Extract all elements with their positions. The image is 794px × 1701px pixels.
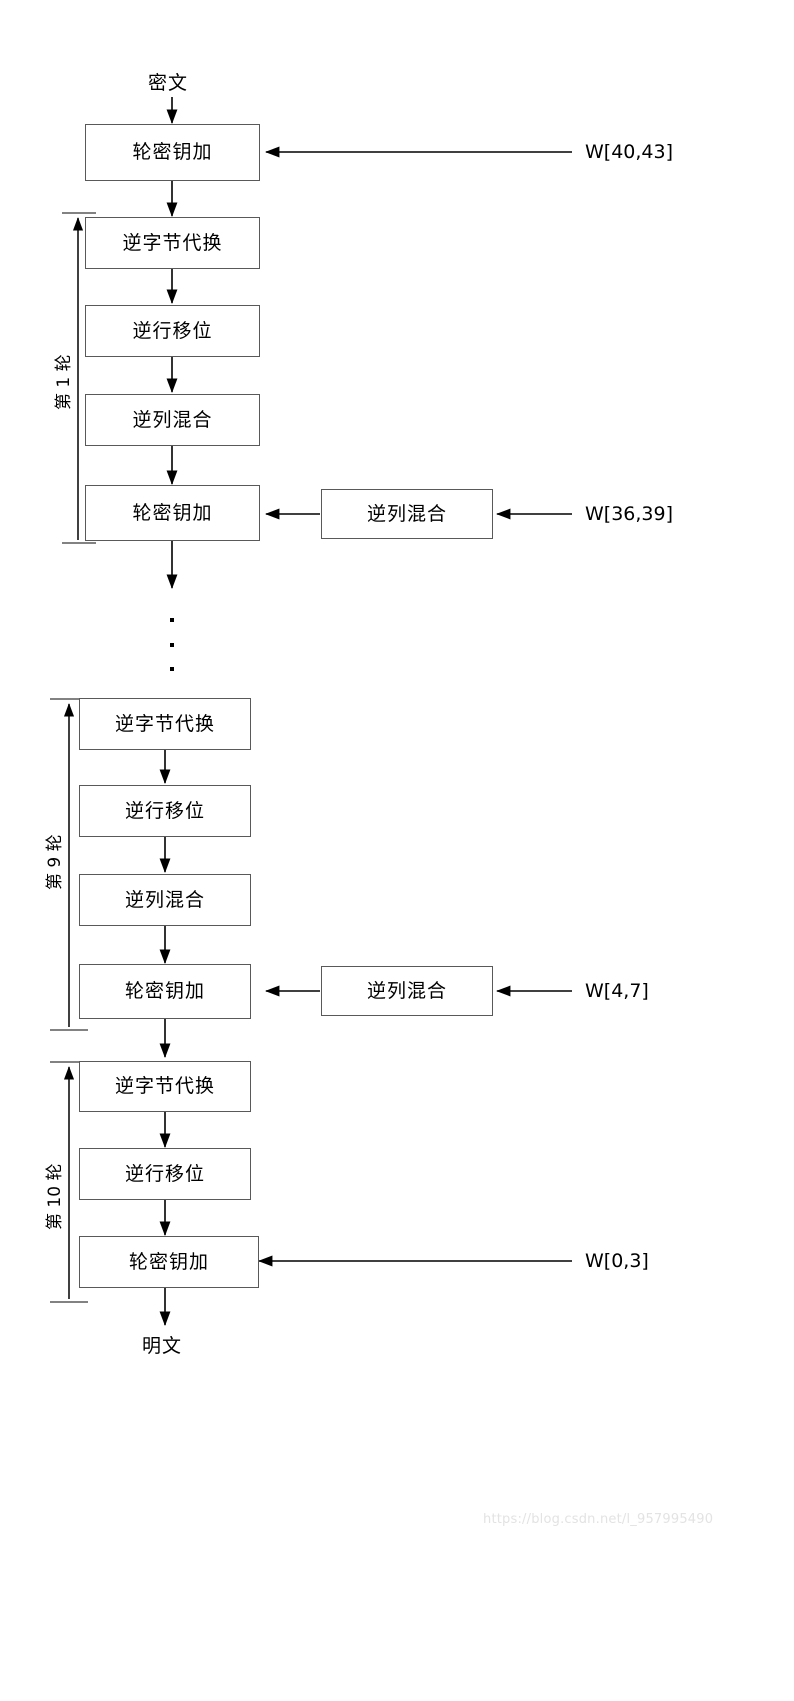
round9-key-inv-mix-columns-box[interactable]: 逆列混合 [321,966,493,1016]
round10-inv-sub-bytes-box[interactable]: 逆字节代换 [79,1061,251,1112]
round1-inv-mix-columns-box[interactable]: 逆列混合 [85,394,260,446]
round-9-label: 第 9 轮 [45,834,65,890]
round10-inv-shift-rows-box[interactable]: 逆行移位 [79,1148,251,1200]
round1-inv-sub-bytes-box[interactable]: 逆字节代换 [85,217,260,269]
plain-text-label: 明文 [142,1335,183,1357]
watermark-text: https://blog.csdn.net/l_957995490 [483,1512,714,1527]
ellipsis-dot-1 [170,618,174,622]
round9-inv-shift-rows-box[interactable]: 逆行移位 [79,785,251,837]
ellipsis-dot-3 [170,667,174,671]
round9-inv-sub-bytes-box[interactable]: 逆字节代换 [79,698,251,750]
round1-inv-shift-rows-box[interactable]: 逆行移位 [85,305,260,357]
round1-add-round-key-box[interactable]: 轮密钥加 [85,485,260,541]
initial-add-round-key-box[interactable]: 轮密钥加 [85,124,260,181]
round-10-label: 第 10 轮 [45,1163,65,1230]
key-label-w40-43: W[40,43] [585,141,674,163]
round9-add-round-key-box[interactable]: 轮密钥加 [79,964,251,1019]
round9-inv-mix-columns-box[interactable]: 逆列混合 [79,874,251,926]
round10-add-round-key-box[interactable]: 轮密钥加 [79,1236,259,1288]
key-label-w0-3: W[0,3] [585,1250,649,1272]
key-label-w36-39: W[36,39] [585,503,674,525]
key-label-w4-7: W[4,7] [585,980,649,1002]
round1-key-inv-mix-columns-box[interactable]: 逆列混合 [321,489,493,539]
round-1-label: 第 1 轮 [54,354,74,410]
cipher-text-label: 密文 [148,72,189,94]
ellipsis-dot-2 [170,643,174,647]
